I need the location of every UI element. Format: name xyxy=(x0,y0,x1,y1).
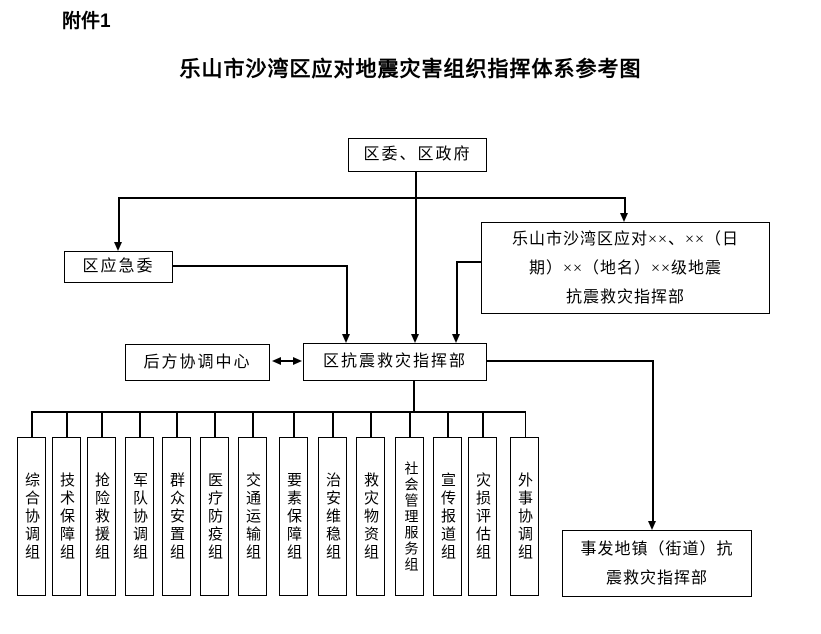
connector-rescue-to-branch xyxy=(413,380,415,413)
connector-special-to-rescue-horizontal xyxy=(456,261,482,263)
node-emergency-committee-label: 区应急委 xyxy=(82,258,155,275)
node-group-medical-epidemic: 医疗防疫组 xyxy=(200,437,229,596)
node-group-emergency-rescue: 抢险救援组 xyxy=(87,437,116,596)
connector-stub-group-8 xyxy=(293,411,295,438)
arrowhead-emergency-to-rescue xyxy=(342,334,350,343)
node-special-hq: 乐山市沙湾区应对××、××（日 期）××（地名）××级地震 抗震救灾指挥部 xyxy=(481,222,770,314)
node-group-publicity-report: 宣传报道组 xyxy=(433,437,462,596)
arrowhead-to-special-hq xyxy=(620,213,628,222)
node-group-mass-resettlement: 群众安置组 xyxy=(162,437,191,596)
connector-groups-branch-horizontal xyxy=(31,411,526,413)
connector-stub-group-2 xyxy=(66,411,68,438)
connector-distribution-horizontal xyxy=(118,197,626,199)
node-rear-coordination-center-label: 后方协调中心 xyxy=(143,353,252,371)
connector-stub-group-1 xyxy=(31,411,33,438)
arrowhead-to-emergency-committee xyxy=(114,242,122,251)
node-emergency-committee: 区应急委 xyxy=(64,251,173,283)
node-local-hq-line2: 震救灾指挥部 xyxy=(605,569,708,587)
connector-rescue-to-local-vertical xyxy=(652,360,654,522)
node-group-military-coordination: 军队协调组 xyxy=(125,437,154,596)
node-group-foreign-affairs: 外事协调组 xyxy=(510,437,539,596)
connector-stub-group-10 xyxy=(370,411,372,438)
connector-to-emergency-committee xyxy=(118,197,120,243)
connector-emergency-to-rescue-vertical xyxy=(346,265,348,335)
connector-to-special-hq xyxy=(624,197,626,214)
node-special-hq-line3: 抗震救灾指挥部 xyxy=(565,288,685,306)
node-group-technical-support: 技术保障组 xyxy=(52,437,81,596)
node-district-committee-label: 区委、区政府 xyxy=(363,146,472,163)
connector-stub-group-9 xyxy=(332,411,334,438)
node-special-hq-line1: 乐山市沙湾区应对××、××（日 xyxy=(511,230,740,248)
arrowhead-toward-rear-center xyxy=(272,356,281,365)
attachment-label: 附件1 xyxy=(62,11,111,32)
node-local-hq-line1: 事发地镇（街道）抗 xyxy=(580,540,734,558)
connector-stub-group-12 xyxy=(447,411,449,438)
connector-stub-group-4 xyxy=(139,411,141,438)
connector-committee-to-hq-vertical xyxy=(415,171,417,336)
node-group-resource-support: 要素保障组 xyxy=(279,437,308,596)
connector-stub-group-6 xyxy=(214,411,216,438)
node-group-transportation: 交通运输组 xyxy=(238,437,267,596)
node-district-rescue-hq-label: 区抗震救灾指挥部 xyxy=(322,353,467,370)
connector-stub-group-14 xyxy=(524,411,526,438)
arrowhead-special-to-rescue xyxy=(452,334,460,343)
arrowhead-toward-rescue-hq xyxy=(293,356,302,365)
connector-emergency-to-rescue-horizontal xyxy=(172,265,348,267)
node-local-hq: 事发地镇（街道）抗 震救灾指挥部 xyxy=(562,530,752,597)
connector-rescue-to-local-horizontal xyxy=(486,360,654,362)
connector-stub-group-5 xyxy=(176,411,178,438)
node-group-social-management-service: 社会管理服务组 xyxy=(395,437,424,596)
node-district-rescue-hq: 区抗震救灾指挥部 xyxy=(303,343,487,381)
page-title: 乐山市沙湾区应对地震灾害组织指挥体系参考图 xyxy=(179,58,642,81)
node-group-relief-supplies: 救灾物资组 xyxy=(356,437,385,596)
node-district-committee: 区委、区政府 xyxy=(348,138,487,172)
node-rear-coordination-center: 后方协调中心 xyxy=(125,344,270,381)
node-group-security-stability: 治安维稳组 xyxy=(318,437,347,596)
node-group-damage-assessment: 灾损评估组 xyxy=(468,437,497,596)
connector-stub-group-7 xyxy=(252,411,254,438)
connector-stub-group-11 xyxy=(409,411,411,438)
connector-stub-group-3 xyxy=(101,411,103,438)
connector-stub-group-13 xyxy=(482,411,484,438)
arrowhead-committee-to-rescue-hq xyxy=(410,334,419,343)
node-special-hq-line2: 期）××（地名）××级地震 xyxy=(528,259,723,277)
arrowhead-to-local-hq xyxy=(648,521,656,530)
connector-rear-rescue-double xyxy=(277,360,297,362)
node-group-comprehensive-coordination: 综合协调组 xyxy=(17,437,46,596)
connector-special-to-rescue-vertical xyxy=(456,261,458,335)
